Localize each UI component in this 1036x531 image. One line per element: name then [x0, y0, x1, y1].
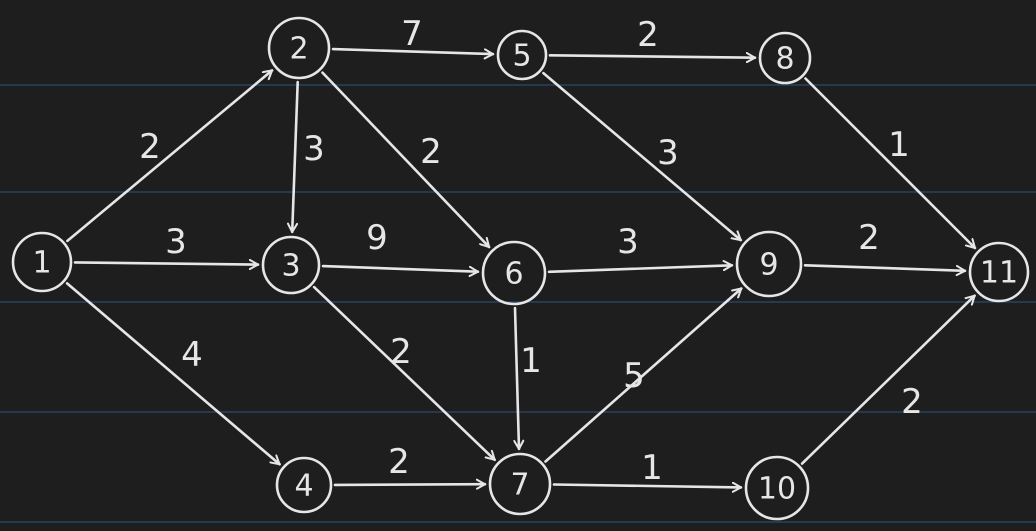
- edge-6-to-7: [515, 306, 519, 451]
- edge-weight-10-11: 2: [901, 382, 923, 422]
- node-3: 3: [261, 235, 321, 295]
- edge-9-to-11: [803, 263, 967, 271]
- node-2: 2: [267, 16, 331, 80]
- node-label: 2: [289, 32, 308, 67]
- edge-8-to-11: [804, 77, 977, 250]
- node-label: 5: [512, 39, 531, 74]
- node-circle: [481, 240, 547, 306]
- edge-weight-2-3: 3: [303, 129, 325, 169]
- edge-weight-5-9: 3: [657, 133, 679, 173]
- edge-weight-7-9: 5: [623, 356, 645, 396]
- edge-4-to-7: [333, 484, 487, 485]
- edge-weight-1-2: 2: [139, 127, 161, 167]
- edge-7-to-10: [552, 485, 743, 488]
- edge-1-to-2: [66, 69, 274, 243]
- node-label: 8: [775, 42, 794, 77]
- edge-weight-2-5: 7: [401, 14, 423, 54]
- edge-2-to-6: [321, 71, 491, 249]
- node-7: 7: [488, 452, 552, 516]
- edge-1-to-4: [65, 282, 281, 466]
- node-label: 4: [294, 469, 313, 504]
- edge-2-to-3: [292, 80, 300, 234]
- edge-weight-1-3: 3: [165, 222, 187, 262]
- node-6: 6: [481, 240, 547, 306]
- edge-3-to-6: [321, 264, 480, 272]
- node-8: 8: [758, 31, 812, 85]
- edge-10-to-11: [800, 294, 976, 465]
- edge-5-to-9: [542, 71, 743, 242]
- node-label: 7: [510, 468, 529, 503]
- node-label: 6: [504, 257, 523, 292]
- edge-7-to-9: [544, 287, 743, 463]
- edge-weight-5-8: 2: [637, 15, 659, 55]
- node-label: 3: [281, 249, 300, 284]
- edge-weight-2-6: 2: [420, 132, 442, 172]
- node-circle: [758, 31, 812, 85]
- node-11: 11: [968, 241, 1030, 303]
- node-circle: [11, 231, 73, 293]
- node-circle: [275, 456, 333, 514]
- edge-weight-3-7: 2: [390, 332, 412, 372]
- ruled-lines: [0, 84, 1036, 523]
- node-label: 10: [758, 472, 796, 507]
- node-circle: [267, 16, 331, 80]
- weights-layer: 2 3 4 7 3 2 9 2 2 2 3 3 1 5 1 1 2 2: [139, 14, 923, 488]
- edges-layer: [65, 47, 977, 488]
- node-5: 5: [496, 29, 548, 81]
- edge-weight-9-11: 2: [858, 218, 880, 258]
- node-label: 1: [32, 246, 51, 281]
- node-9: 9: [735, 230, 803, 298]
- node-circle: [735, 230, 803, 298]
- node-circle: [488, 452, 552, 516]
- node-circle: [744, 455, 810, 521]
- edge-3-to-7: [312, 285, 497, 462]
- node-circle: [496, 29, 548, 81]
- edge-weight-6-7: 1: [520, 341, 542, 381]
- edge-weight-3-6: 9: [366, 218, 388, 258]
- edge-2-to-5: [331, 47, 495, 54]
- node-1: 1: [11, 231, 73, 293]
- edge-weight-8-11: 1: [888, 125, 910, 165]
- node-4: 4: [275, 456, 333, 514]
- node-circle: [968, 241, 1030, 303]
- node-label: 9: [759, 248, 778, 283]
- edge-weight-1-4: 4: [181, 335, 203, 375]
- edge-6-to-9: [547, 265, 734, 274]
- edge-1-to-3: [73, 262, 260, 264]
- edge-weight-7-10: 1: [641, 448, 663, 488]
- edge-weight-4-7: 2: [388, 442, 410, 482]
- edge-weight-6-9: 3: [617, 222, 639, 262]
- node-label: 11: [980, 256, 1018, 291]
- node-circle: [261, 235, 321, 295]
- node-10: 10: [744, 455, 810, 521]
- edge-5-to-8: [548, 55, 757, 57]
